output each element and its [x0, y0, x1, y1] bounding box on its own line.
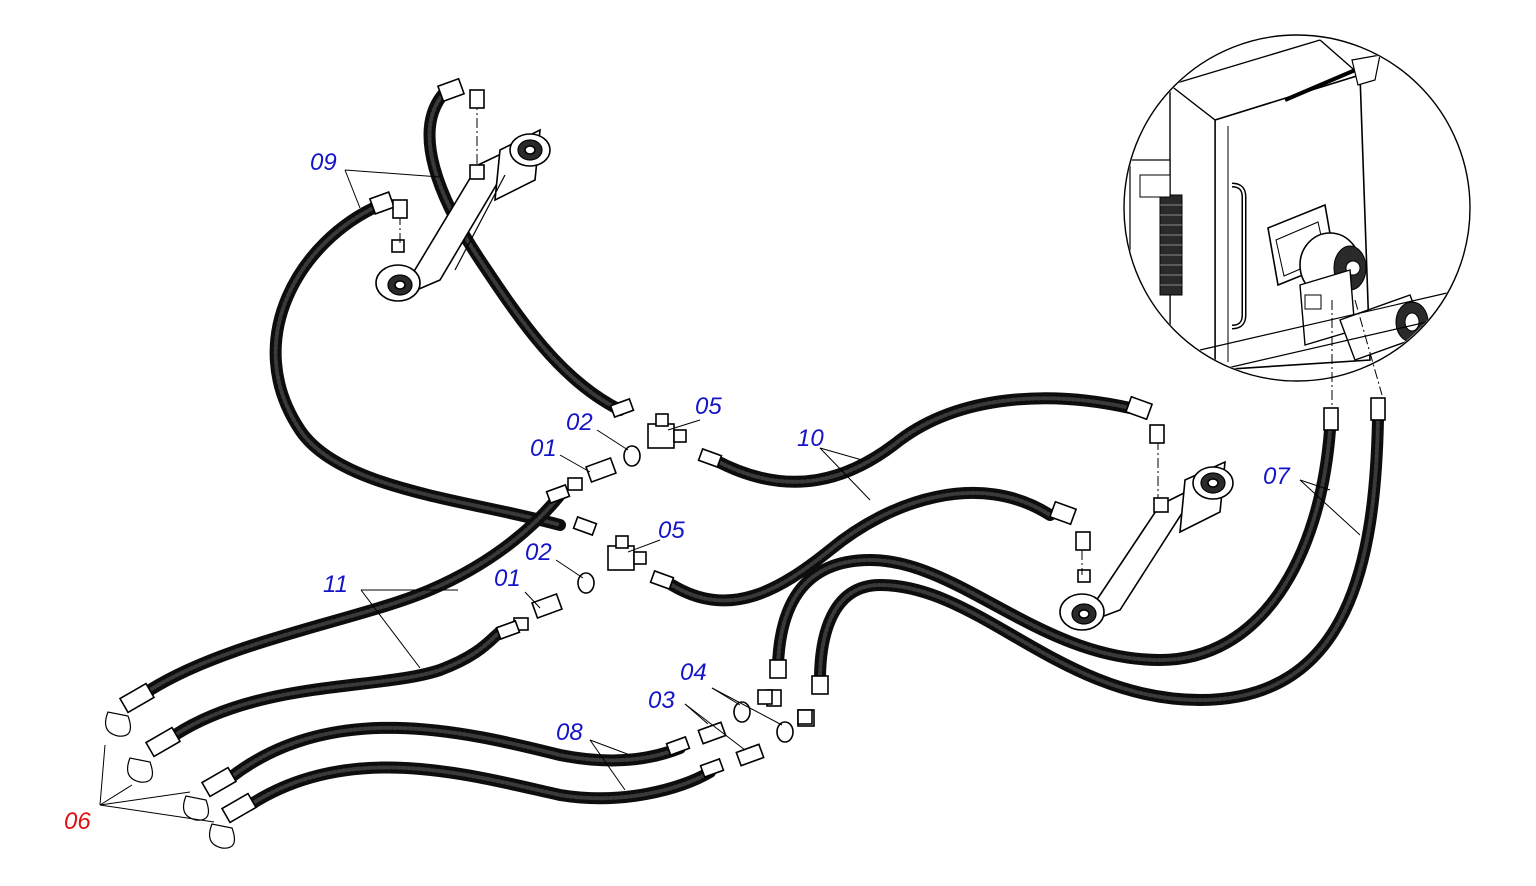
adapter-03-b	[735, 743, 765, 767]
callout-11: 11	[323, 571, 348, 598]
callout-09: 09	[310, 149, 337, 176]
nut-04-a	[733, 701, 751, 723]
callout-07: 07	[1263, 463, 1291, 490]
cylinder-upper	[375, 100, 551, 302]
callout-05-lower: 05	[658, 517, 685, 544]
nut-04-b	[776, 721, 794, 743]
hose-09-a	[269, 199, 566, 531]
callout-06: 06	[64, 808, 91, 835]
detail-view-circle	[1123, 34, 1471, 405]
callout-01-upper: 01	[530, 435, 557, 462]
callout-10: 10	[797, 425, 824, 452]
nut-02-a	[623, 445, 641, 467]
coupler-06-d	[209, 792, 258, 849]
callout-08: 08	[556, 719, 583, 746]
callout-02-lower: 02	[525, 539, 552, 566]
adapter-01-a	[567, 457, 617, 491]
fittings	[105, 77, 1386, 849]
tee-05-a	[647, 413, 687, 449]
adapter-01-b	[513, 593, 563, 631]
hose-10-a	[709, 392, 1136, 488]
hoses	[144, 86, 1384, 811]
leader-lines	[99, 169, 1361, 823]
callout-03: 03	[648, 687, 675, 714]
hose-11-b	[169, 626, 506, 741]
elbow-09-a	[368, 191, 408, 219]
tee-05-b	[607, 535, 647, 571]
callout-05-upper: 05	[695, 393, 722, 420]
coupler-06-c	[183, 766, 238, 821]
elbow-10-b	[1048, 500, 1091, 551]
elbow-09-b	[436, 77, 485, 109]
adapter-03-a	[697, 721, 727, 745]
coupler-06-a	[105, 682, 156, 737]
cylinder-lower	[1059, 440, 1234, 631]
callout-02-upper: 02	[566, 409, 593, 436]
callout-04: 04	[680, 659, 707, 686]
coupler-06-b	[127, 726, 182, 783]
elbow-10-a	[1124, 395, 1165, 444]
nut-02-b	[577, 572, 595, 594]
callout-labels: 09 10 07 11 08 06 01 01 02 02 05 05 03 0…	[64, 149, 1291, 835]
callout-01-lower: 01	[494, 565, 521, 592]
hose-08-b	[244, 761, 716, 811]
